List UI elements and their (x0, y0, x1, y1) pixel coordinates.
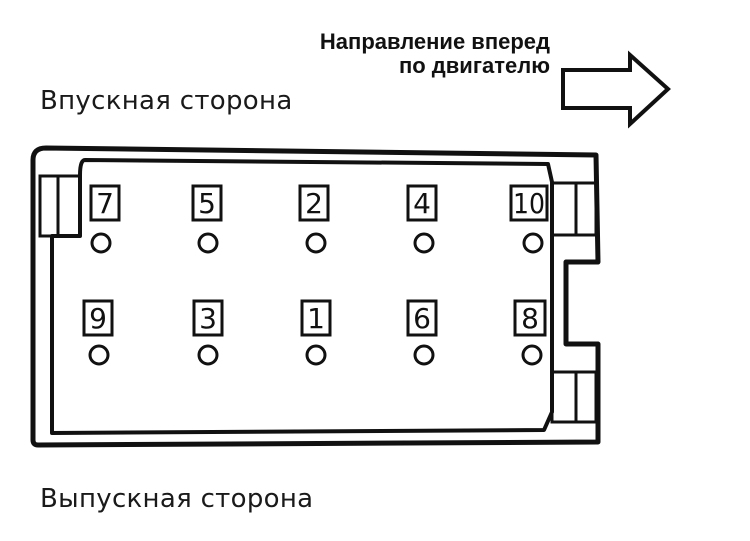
bolt-hole (413, 232, 435, 254)
bolt-hole (305, 232, 327, 254)
bolt-number-box (191, 184, 223, 222)
bolt-number-box (82, 299, 114, 337)
bolt-number-box (89, 184, 121, 222)
bolt-hole (521, 344, 543, 366)
bolt-number: 2 (305, 187, 323, 220)
cylinder-head-inner-outline (50, 158, 554, 435)
bolt-hole (413, 344, 435, 366)
bolt-number-box (406, 184, 438, 222)
bolt-bottom-4: 6 (406, 299, 438, 366)
bolt-top-5: 10 (509, 184, 549, 254)
bolt-hole (305, 344, 327, 366)
bolt-bottom-5: 8 (513, 299, 547, 366)
bolt-number: 4 (413, 187, 431, 220)
bolt-number-box (513, 299, 547, 337)
bolt-number: 10 (513, 187, 545, 220)
bolt-number: 8 (521, 302, 539, 335)
bolt-number-box (300, 299, 332, 337)
direction-label-line2: по двигателю (398, 53, 550, 78)
bolt-hole (90, 232, 112, 254)
bolt-hole (197, 232, 219, 254)
exhaust-side-label: Выпускная сторона (40, 484, 314, 514)
bolt-number-box (406, 299, 438, 337)
cylinder-head-outline (30, 145, 601, 448)
bolt-number: 9 (89, 302, 107, 335)
bolt-top-3: 2 (298, 184, 330, 254)
bolt-number: 3 (199, 302, 217, 335)
bolt-number: 7 (96, 187, 114, 220)
bolt-hole (522, 232, 544, 254)
right-lower-mounting-tab (550, 370, 598, 424)
bolt-hole (88, 344, 110, 366)
bolt-bottom-2: 3 (192, 299, 224, 366)
bolt-hole (197, 344, 219, 366)
intake-side-label: Впускная сторона (40, 86, 293, 116)
bolt-bottom-1: 9 (82, 299, 114, 366)
bolt-number: 5 (198, 187, 216, 220)
bolt-top-1: 7 (89, 184, 121, 254)
right-upper-mounting-tab (550, 181, 598, 237)
bolt-number-box (298, 184, 330, 222)
forward-arrow-icon (561, 50, 671, 129)
engine-forward-direction-label: Направление вперед по двигателю (320, 30, 550, 78)
bolt-bottom-3: 1 (300, 299, 332, 366)
bolt-number-box (509, 184, 549, 222)
left-mounting-tab (38, 174, 82, 238)
bolt-number-box (192, 299, 224, 337)
direction-label-line1: Направление вперед (319, 29, 550, 54)
bolt-number: 1 (307, 302, 325, 335)
bolt-top-2: 5 (191, 184, 223, 254)
bolt-number: 6 (413, 302, 431, 335)
bolt-top-4: 4 (406, 184, 438, 254)
